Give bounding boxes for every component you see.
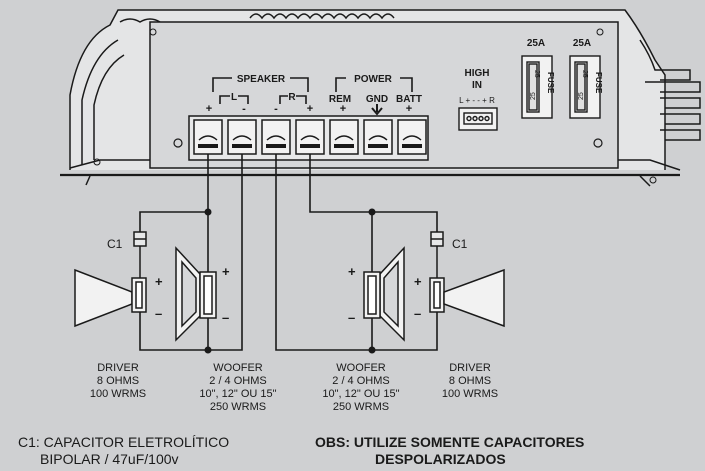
woofer-right-minus: – (348, 310, 355, 325)
wire-junctions (204, 208, 376, 354)
woofer-right-plus: + (348, 264, 356, 279)
driver-right-caption-1: DRIVER (449, 362, 491, 374)
fuse-holder-2 (569, 55, 601, 119)
plus-sign: + (406, 103, 412, 115)
fuse-rating-1: 25A (527, 38, 545, 49)
driver-left-caption-1: DRIVER (97, 362, 139, 374)
minus-sign: - (242, 103, 246, 115)
driver-right-caption-3: 100 WRMS (442, 388, 498, 400)
fuse-mark: 25 (581, 70, 588, 78)
capacitor-note-line-2: BIPOLAR / 47uF/100v (40, 451, 179, 467)
fuse-label: FUSE (546, 72, 555, 94)
fuse-rating-2: 25A (573, 38, 591, 49)
high-in-label-2: IN (472, 80, 482, 91)
batt-label: BATT (396, 94, 422, 105)
woofer-left-caption-3: 10", 12" OU 15" (199, 388, 276, 400)
fuse-label: FUSE (594, 72, 603, 94)
woofer-left-caption-4: 250 WRMS (210, 401, 266, 413)
capacitor-label-right: C1 (452, 237, 468, 251)
high-in-connector (458, 107, 498, 131)
mount-screw-icon (93, 158, 101, 166)
driver-right-caption-2: 8 OHMS (449, 375, 491, 387)
obs-note-line-1: OBS: UTILIZE SOMENTE CAPACITORES (315, 434, 585, 450)
driver-left-minus: – (155, 306, 162, 321)
driver-right-plus: + (414, 274, 422, 289)
woofer-right-caption-1: WOOFER (336, 362, 386, 374)
mount-screw-icon (149, 28, 157, 36)
mount-screw-icon (649, 176, 657, 184)
obs-note-line-2: DESPOLARIZADOS (375, 451, 506, 467)
driver-right-horn-icon (429, 268, 505, 328)
high-in-pins: L + - - + R (459, 96, 495, 105)
fuse-holder-1 (521, 55, 553, 119)
terminal-block (188, 115, 429, 161)
fuse-mark: 25 (533, 70, 540, 78)
fuse-mark: 25 (530, 92, 537, 100)
plus-sign: + (340, 103, 346, 115)
woofer-left-icon (175, 246, 217, 342)
right-channel-label: R (288, 92, 296, 103)
rem-label: REM (329, 94, 351, 105)
woofer-right-caption-3: 10", 12" OU 15" (322, 388, 399, 400)
plus-sign: + (307, 103, 313, 115)
capacitor-label-left: C1 (107, 237, 123, 251)
woofer-left-caption-1: WOOFER (213, 362, 263, 374)
speaker-group-label: SPEAKER (237, 74, 286, 85)
minus-sign: - (274, 103, 278, 115)
woofer-right-caption-4: 250 WRMS (333, 401, 389, 413)
speaker-wiring (139, 154, 438, 351)
driver-left-caption-2: 8 OHMS (97, 375, 139, 387)
gnd-arrow-icon (371, 104, 383, 116)
driver-left-caption-3: 100 WRMS (90, 388, 146, 400)
mount-screw-icon (596, 28, 604, 36)
woofer-left-caption-2: 2 / 4 OHMS (209, 375, 266, 387)
capacitor-right (430, 231, 444, 278)
left-channel-label: L (231, 92, 237, 103)
driver-left-horn-icon (74, 268, 147, 328)
driver-right-minus: – (414, 306, 421, 321)
high-in-label: HIGH (465, 68, 490, 79)
plus-sign: + (206, 103, 212, 115)
woofer-right-caption-2: 2 / 4 OHMS (332, 375, 389, 387)
woofer-right-icon (363, 246, 405, 342)
terminal-brackets (212, 77, 413, 104)
driver-left-plus: + (155, 274, 163, 289)
power-group-label: POWER (354, 74, 393, 85)
woofer-left-minus: – (222, 310, 229, 325)
mount-screw-icon (173, 138, 183, 148)
mount-screw-icon (593, 138, 603, 148)
gnd-label: GND (366, 94, 388, 105)
fuse-mark: 25 (578, 92, 585, 100)
capacitor-note-line-1: C1: CAPACITOR ELETROLÍTICO (18, 434, 230, 450)
capacitor-left (133, 231, 147, 278)
woofer-left-plus: + (222, 264, 230, 279)
